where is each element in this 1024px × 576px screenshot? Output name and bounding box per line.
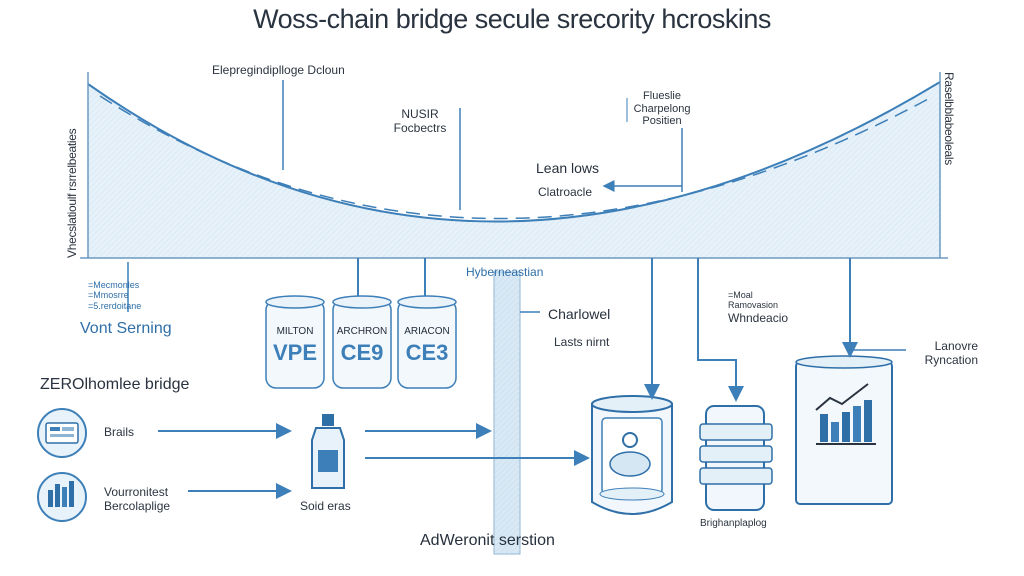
lasts-label: Lasts nirnt [554, 335, 610, 349]
cylinder-2-code: CE9 [340, 340, 384, 365]
left-axis-label: Vhecslatioulf rsrrelbeaties [65, 128, 79, 258]
bottle-icon [311, 414, 345, 489]
sold-label: Soid eras [300, 499, 351, 513]
chain-column [493, 271, 521, 555]
cylinder-1 [265, 295, 325, 389]
callout-top-left: Elepregindiplloge Dcloun [212, 63, 345, 77]
bar-chart-icon [37, 472, 87, 522]
vault-icon [591, 395, 673, 515]
legend-label: Vont Serning [80, 320, 172, 337]
adweronit-label: AdWeronit serstion [420, 532, 555, 549]
bright-label: Brighanplaplog [700, 518, 767, 529]
cylinder-2 [332, 295, 392, 389]
trough-dashed-curve [99, 95, 931, 220]
callout-chart: Clatroacle [538, 185, 593, 199]
callout-top-right: Flueslie Charpelong Positien [633, 90, 691, 128]
cylinder-1-top-label: MILTON [276, 326, 314, 337]
trough-hatch [88, 82, 940, 258]
cylinder-3-code: CE3 [405, 340, 449, 365]
monitor-icon [37, 408, 87, 458]
wind-label: Whndeacio [728, 311, 789, 325]
growth-chart-icon [815, 383, 876, 445]
cylinder-3-top-label: ARIACON [404, 326, 450, 337]
callout-mid-top: NUSIR Focbectrs [393, 107, 447, 135]
callout-learn: Lean lows [536, 160, 600, 176]
lanovre-label: Lanovre Ryncation [924, 339, 978, 367]
charlowel-label: Charlowel [548, 306, 611, 322]
wind-small-text: =Moal Ramovasion [728, 290, 779, 311]
diagram-title: Woss-chain bridge secule srecority hcros… [253, 4, 771, 34]
cylinder-2-top-label: ARCHRON [336, 326, 388, 337]
cylinder-1-code: VPE [272, 340, 318, 365]
hyper-label: Hyberneastian [466, 265, 544, 279]
right-axis-label: Raselbblabeoleals [941, 72, 956, 165]
legend-small-text: =Mecmonles =Mmosrre =5.rerdoitane [88, 280, 142, 311]
brails-label: Brails [104, 425, 135, 439]
cylinder-3 [397, 295, 457, 389]
vour-label: Vourronitest Bercolaplige [104, 485, 171, 513]
server-icon [699, 405, 773, 511]
bridge-heading: ZEROlhomlee bridge [40, 376, 190, 393]
